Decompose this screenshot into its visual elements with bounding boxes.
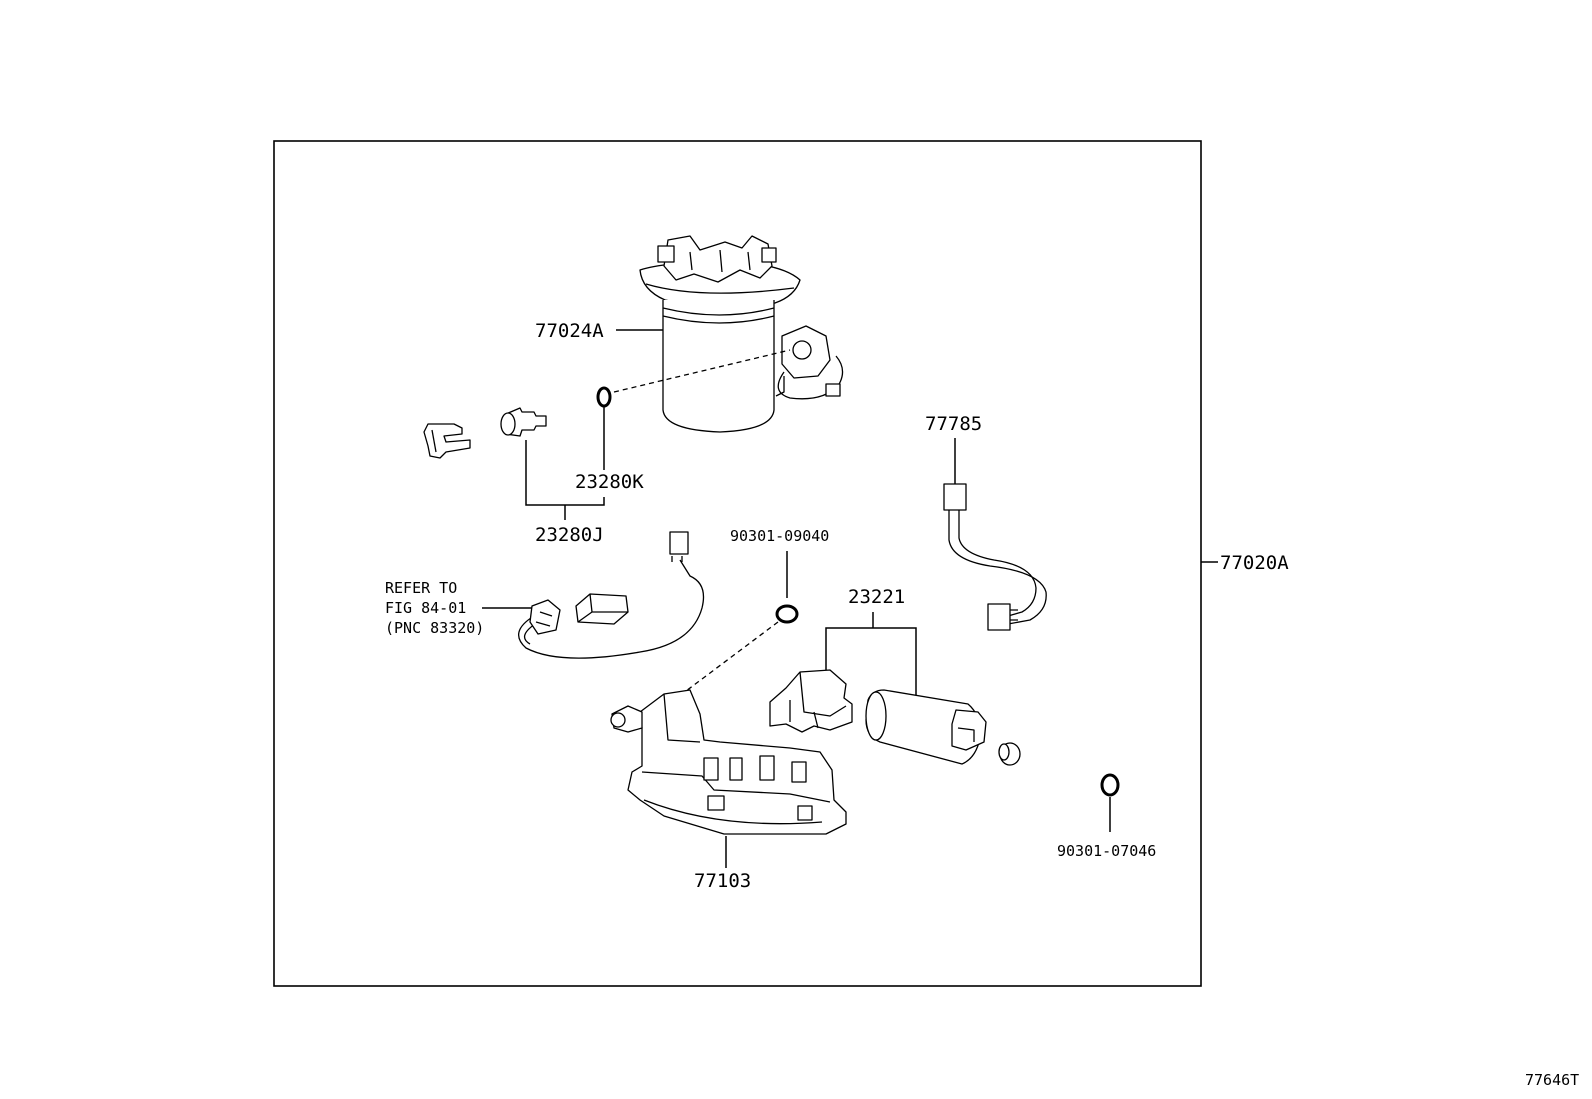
figure-code: 77646T [1525,1071,1579,1089]
wire-harness-77785[interactable] [943,483,1047,631]
fuel-pump-holder-23221[interactable] [769,669,853,733]
callout-77024A: 77024A [535,320,604,342]
o-ring-90301-09040[interactable] [775,604,799,624]
callout-23280J: 23280J [535,524,604,546]
fuel-sender-gauge[interactable] [518,531,705,659]
callout-90301-07046: 90301-07046 [1057,842,1156,860]
callout-90301-09040: 90301-09040 [730,527,829,545]
callout-77785: 77785 [925,413,982,435]
clip-23280J[interactable] [423,423,471,459]
pump-bracket-77103[interactable] [610,689,847,835]
plug-23280J[interactable] [500,407,547,437]
refer-note-line3: (PNC 83320) [385,619,484,637]
o-ring-90301-07046[interactable] [1100,773,1120,797]
refer-note-line1: REFER TO [385,579,457,597]
refer-note-line2: FIG 84-01 [385,599,466,617]
o-ring-23280K[interactable] [596,386,612,408]
callout-23280K: 23280K [575,471,644,493]
callout-assembly-77020A: 77020A [1220,552,1289,574]
fuel-pump-housing-77024A[interactable] [639,235,844,433]
diagram-frame [273,140,1202,987]
callout-23221: 23221 [848,586,905,608]
fuel-pump-23221[interactable] [865,689,987,765]
callout-77103: 77103 [694,870,751,892]
pump-filter-cap[interactable] [998,742,1021,766]
